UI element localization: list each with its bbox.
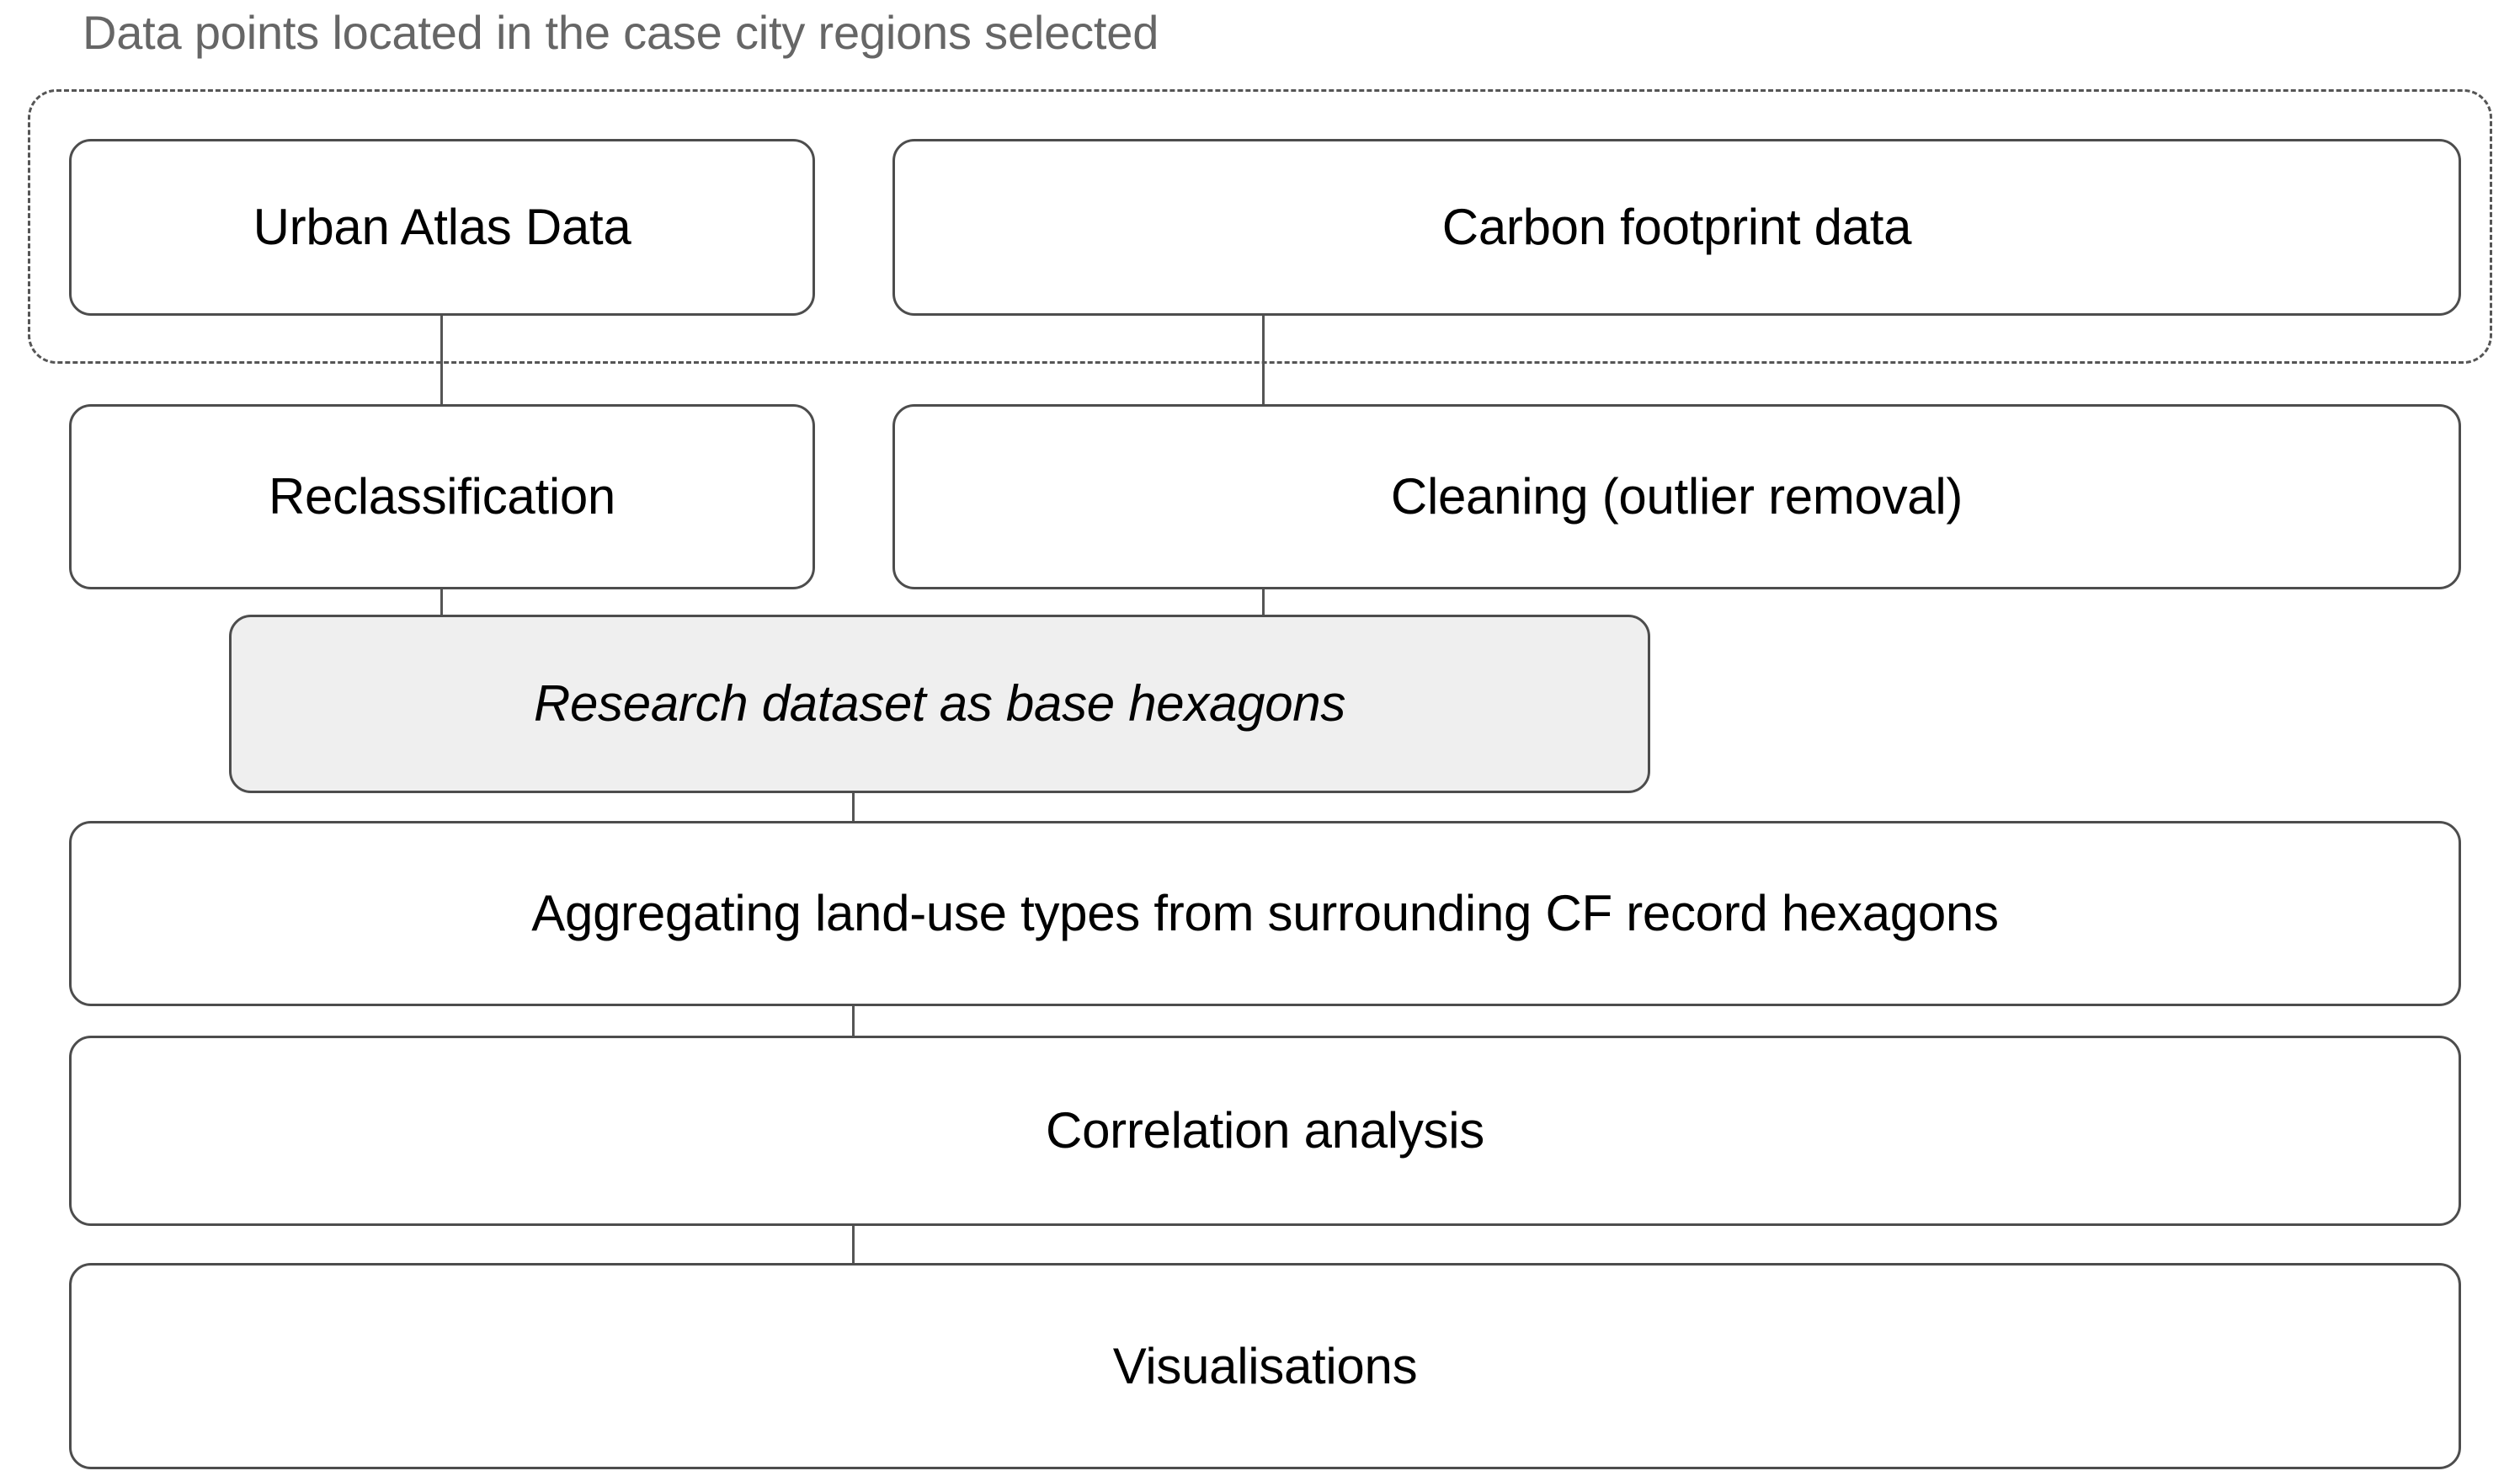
- node-label: Cleaning (outlier removal): [1390, 468, 1963, 525]
- connector-reclassification-to-research-dataset: [440, 588, 443, 616]
- node-label: Reclassification: [268, 468, 616, 525]
- node-reclassification[interactable]: Reclassification: [69, 404, 815, 589]
- dashed-group-container: [28, 89, 2492, 364]
- node-label: Carbon footprint data: [1441, 199, 1912, 255]
- connector-correlation-to-visualisations: [852, 1224, 855, 1265]
- node-correlation-analysis[interactable]: Correlation analysis: [69, 1036, 2461, 1226]
- node-label: Urban Atlas Data: [253, 199, 631, 255]
- node-label: Correlation analysis: [1046, 1102, 1484, 1159]
- node-visualisations[interactable]: Visualisations: [69, 1263, 2461, 1469]
- connector-aggregating-to-correlation: [852, 1004, 855, 1037]
- connector-research-dataset-to-aggregating: [852, 791, 855, 823]
- connector-urban-atlas-to-reclassification: [440, 315, 443, 406]
- connector-carbon-footprint-to-cleaning: [1262, 315, 1265, 406]
- node-aggregating-land-use-types[interactable]: Aggregating land-use types from surround…: [69, 821, 2461, 1006]
- page-title: Data points located in the case city reg…: [83, 6, 1159, 59]
- node-label: Visualisations: [1112, 1337, 1418, 1394]
- node-carbon-footprint-data[interactable]: Carbon footprint data: [892, 139, 2461, 316]
- node-urban-atlas-data[interactable]: Urban Atlas Data: [69, 139, 815, 316]
- node-label: Aggregating land-use types from surround…: [531, 885, 1999, 941]
- connector-cleaning-to-research-dataset: [1262, 588, 1265, 616]
- node-research-dataset-as-base-hexagons[interactable]: Research dataset as base hexagons: [229, 615, 1650, 793]
- node-label: Research dataset as base hexagons: [533, 675, 1346, 732]
- node-cleaning-outlier-removal[interactable]: Cleaning (outlier removal): [892, 404, 2461, 589]
